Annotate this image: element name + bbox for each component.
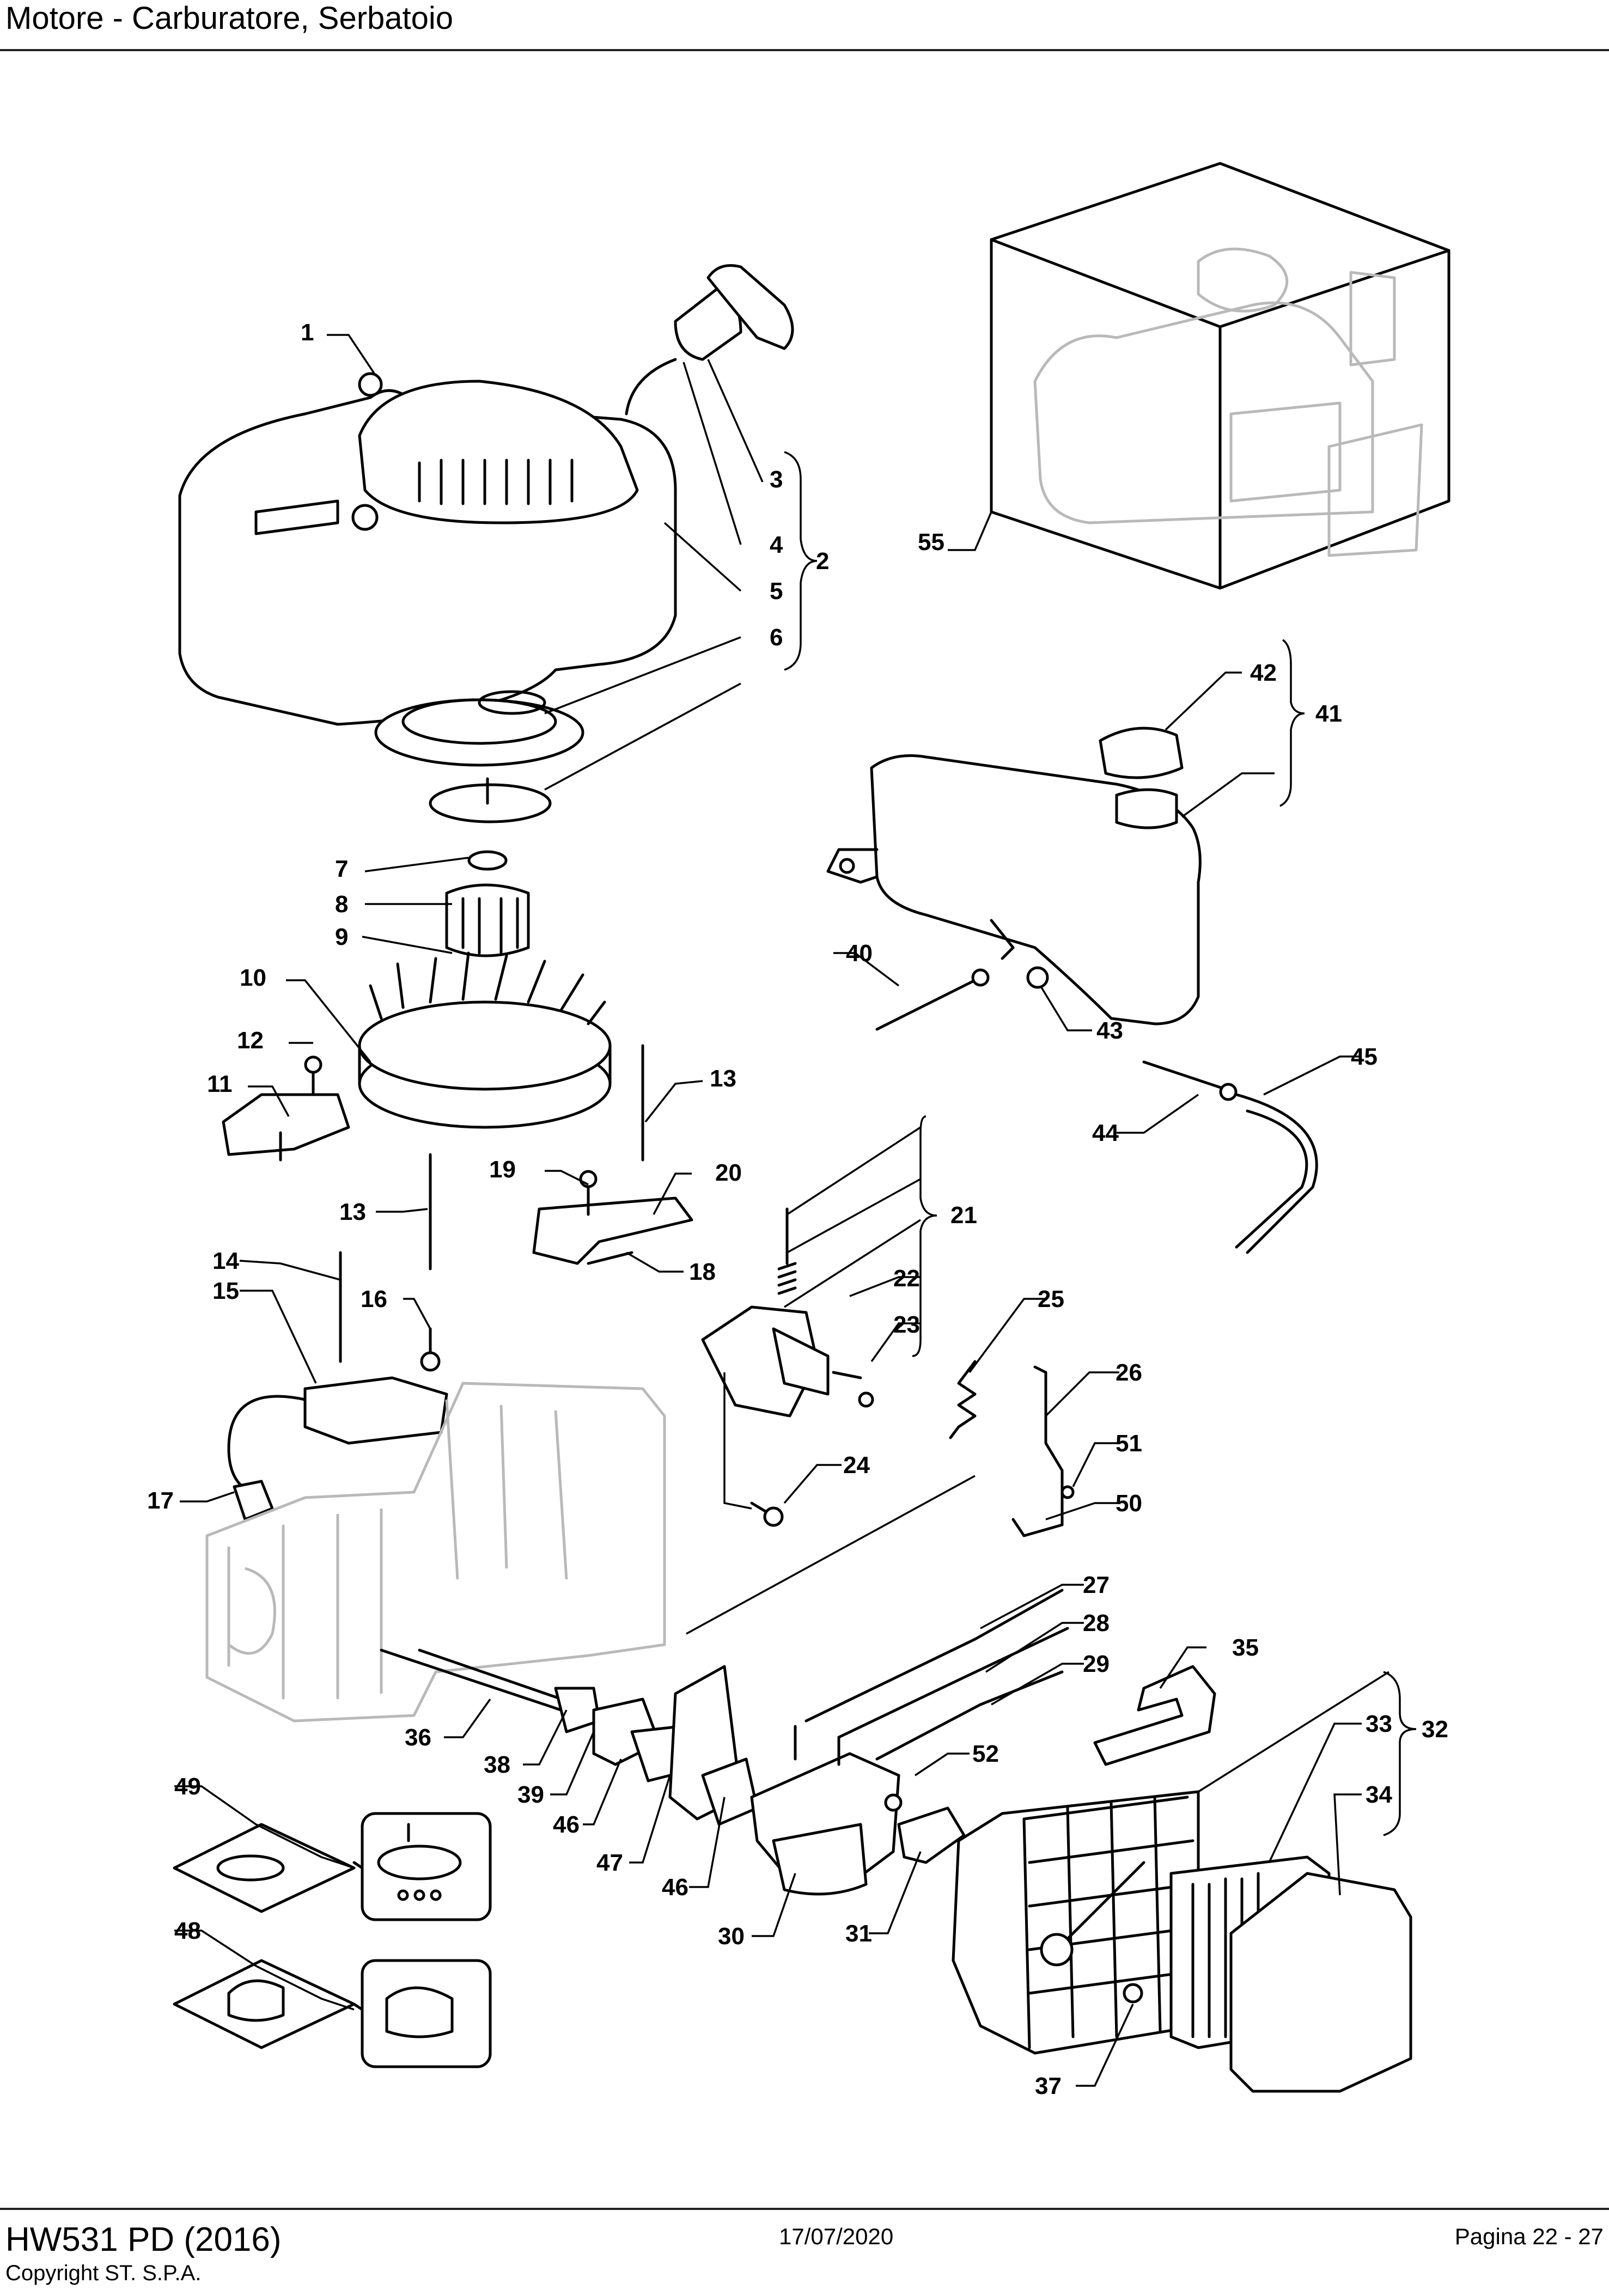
fuel-tank <box>826 726 1202 1031</box>
callout-47: 47 <box>596 1849 623 1876</box>
ignition-shield <box>222 1055 350 1162</box>
callout-33: 33 <box>1366 1711 1392 1737</box>
callout-7: 7 <box>335 856 348 882</box>
print-date: 17/07/2020 <box>779 2224 894 2249</box>
flywheel <box>358 951 612 1129</box>
callout-48: 48 <box>174 1918 201 1944</box>
callout-12: 12 <box>237 1027 264 1054</box>
callout-44: 44 <box>1092 1120 1119 1146</box>
model-name: HW531 PD (2016) <box>5 2221 282 2258</box>
footer-divider <box>0 2208 1609 2210</box>
callout-5: 5 <box>770 578 783 604</box>
callout-18: 18 <box>689 1259 716 1285</box>
carburetor <box>750 1725 903 1896</box>
callout-55: 55 <box>918 529 944 555</box>
callout-21: 21 <box>950 1202 977 1229</box>
callout-38: 38 <box>484 1751 510 1778</box>
callout-23: 23 <box>893 1311 920 1338</box>
callout-25: 25 <box>1038 1286 1064 1312</box>
callout-45: 45 <box>1351 1043 1378 1070</box>
callout-15: 15 <box>212 1278 239 1304</box>
callout-40: 40 <box>846 940 873 967</box>
starter-pulley <box>374 690 584 767</box>
callout-43: 43 <box>1096 1017 1123 1044</box>
breather-hose <box>1093 1665 1216 1766</box>
callout-31: 31 <box>845 1920 872 1947</box>
callout-32: 32 <box>1422 1716 1448 1743</box>
air-filter-housing <box>952 1790 1412 2093</box>
flywheel-nut-and-cup <box>445 850 530 957</box>
callout-13b: 13 <box>339 1199 366 1225</box>
page-title: Motore - Carburatore, Serbatoio <box>5 1 454 36</box>
governor-bracket <box>532 1170 693 1265</box>
callout-36: 36 <box>405 1724 431 1751</box>
callout-35: 35 <box>1232 1634 1259 1661</box>
engine-assembly-box <box>990 162 1450 590</box>
callout-14: 14 <box>212 1248 239 1274</box>
engine-block <box>205 1382 666 1723</box>
callout-28: 28 <box>1083 1610 1110 1636</box>
starter-handle <box>674 264 794 361</box>
callout-50: 50 <box>1116 1490 1142 1517</box>
callout-2: 2 <box>816 548 829 575</box>
throttle-rods <box>804 1589 1069 1761</box>
callout-24: 24 <box>843 1452 870 1479</box>
callout-11: 11 <box>207 1071 233 1097</box>
callout-1: 1 <box>301 319 314 346</box>
callout-20: 20 <box>715 1159 742 1186</box>
callout-49: 49 <box>174 1773 201 1800</box>
callout-29: 29 <box>1083 1651 1110 1677</box>
callout-leaders <box>174 334 1417 2087</box>
callout-9: 9 <box>335 924 348 950</box>
screw <box>750 1501 784 1527</box>
callout-19: 19 <box>489 1156 516 1183</box>
page-number: Pagina 22 - 27 <box>1454 2224 1604 2249</box>
callout-52: 52 <box>972 1741 999 1767</box>
air-filter-gasket <box>897 1806 966 1864</box>
callout-37: 37 <box>1035 2073 1062 2099</box>
ignition-coil <box>227 1251 448 1521</box>
throttle-control <box>701 1207 874 1418</box>
callout-labels: 1 2 3 4 5 6 7 8 9 10 11 12 13 13 14 15 1… <box>147 319 1448 2099</box>
callout-46: 46 <box>553 1811 580 1838</box>
callout-51: 51 <box>1116 1430 1142 1457</box>
callout-27: 27 <box>1083 1572 1110 1598</box>
callout-30: 30 <box>718 1923 745 1950</box>
recoil-starter-shroud <box>178 358 677 726</box>
callout-26: 26 <box>1116 1359 1142 1386</box>
callout-42: 42 <box>1250 660 1277 686</box>
copyright: Copyright ST. S.P.A. <box>5 2261 202 2285</box>
callout-39: 39 <box>517 1781 544 1808</box>
callout-34: 34 <box>1366 1781 1392 1808</box>
callout-6: 6 <box>770 624 783 651</box>
callout-4: 4 <box>770 532 783 558</box>
starter-pawl <box>429 777 552 823</box>
callout-13: 13 <box>710 1065 736 1092</box>
studs <box>429 1044 644 1271</box>
callout-46b: 46 <box>662 1874 688 1901</box>
fuel-line <box>1142 1060 1318 1254</box>
governor-spring-and-lever <box>949 1360 1075 1537</box>
callout-16: 16 <box>361 1286 387 1312</box>
callout-10: 10 <box>240 964 266 991</box>
header-divider <box>0 49 1609 51</box>
callout-17: 17 <box>147 1487 174 1514</box>
intake-studs-and-gaskets <box>380 1648 759 1826</box>
callout-22: 22 <box>893 1265 920 1292</box>
callout-3: 3 <box>770 466 783 493</box>
service-kit-bags <box>173 1812 492 2068</box>
callout-8: 8 <box>335 891 348 918</box>
callout-41: 41 <box>1315 700 1342 727</box>
